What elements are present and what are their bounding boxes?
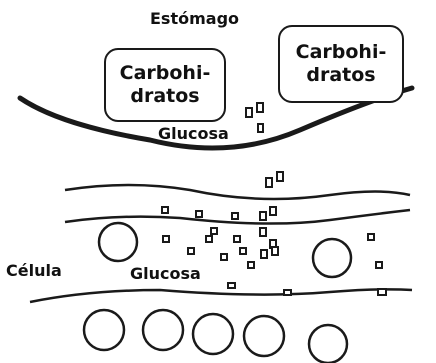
- glucose-particle: [232, 213, 238, 219]
- cell-circle: [309, 325, 347, 363]
- glucose-particle: [257, 103, 263, 112]
- glucose-particle: [240, 248, 246, 254]
- glucose-particle: [260, 212, 266, 220]
- carbohydrates-box-left: Carbohi- dratos: [104, 48, 226, 122]
- glucose-particle: [270, 207, 276, 215]
- glucose-particle: [272, 247, 278, 255]
- glucose-particle: [246, 108, 252, 117]
- stomach-label: Estómago: [150, 10, 239, 28]
- box-left-line1: Carbohi-: [106, 62, 224, 85]
- glucose-particle: [284, 290, 291, 295]
- glucose-particle: [234, 236, 240, 242]
- carbohydrates-box-right: Carbohi- dratos: [278, 25, 404, 103]
- glucose-particle: [277, 172, 283, 181]
- cell-circle: [99, 223, 137, 261]
- glucose-particle: [211, 228, 217, 234]
- cell-circle: [193, 314, 233, 354]
- glucose-label-top: Glucosa: [158, 125, 229, 143]
- cell-circle: [313, 239, 351, 277]
- box-right-line2: dratos: [280, 64, 402, 87]
- glucose-particle: [221, 254, 227, 260]
- glucose-particle: [206, 236, 212, 242]
- membrane-upper: [65, 185, 410, 199]
- box-left-line2: dratos: [106, 85, 224, 108]
- cell-circle: [143, 310, 183, 350]
- glucose-particle: [261, 250, 267, 258]
- glucose-particle: [258, 124, 263, 132]
- cell-label: Célula: [6, 262, 62, 280]
- cell-circle: [84, 310, 124, 350]
- glucose-particle: [228, 283, 235, 288]
- glucose-label-bottom: Glucosa: [130, 265, 201, 283]
- cell-circle: [244, 316, 284, 356]
- glucose-particle: [368, 234, 374, 240]
- glucose-particle: [376, 262, 382, 268]
- glucose-particle: [163, 236, 169, 242]
- glucose-particle: [188, 248, 194, 254]
- glucose-particle: [162, 207, 168, 213]
- glucose-particle: [196, 211, 202, 217]
- glucose-particle: [266, 178, 272, 187]
- box-right-line1: Carbohi-: [280, 41, 402, 64]
- glucose-particle: [248, 262, 254, 268]
- glucose-particle: [260, 228, 266, 236]
- glucose-particle: [378, 289, 386, 295]
- membrane-bottom: [30, 289, 412, 302]
